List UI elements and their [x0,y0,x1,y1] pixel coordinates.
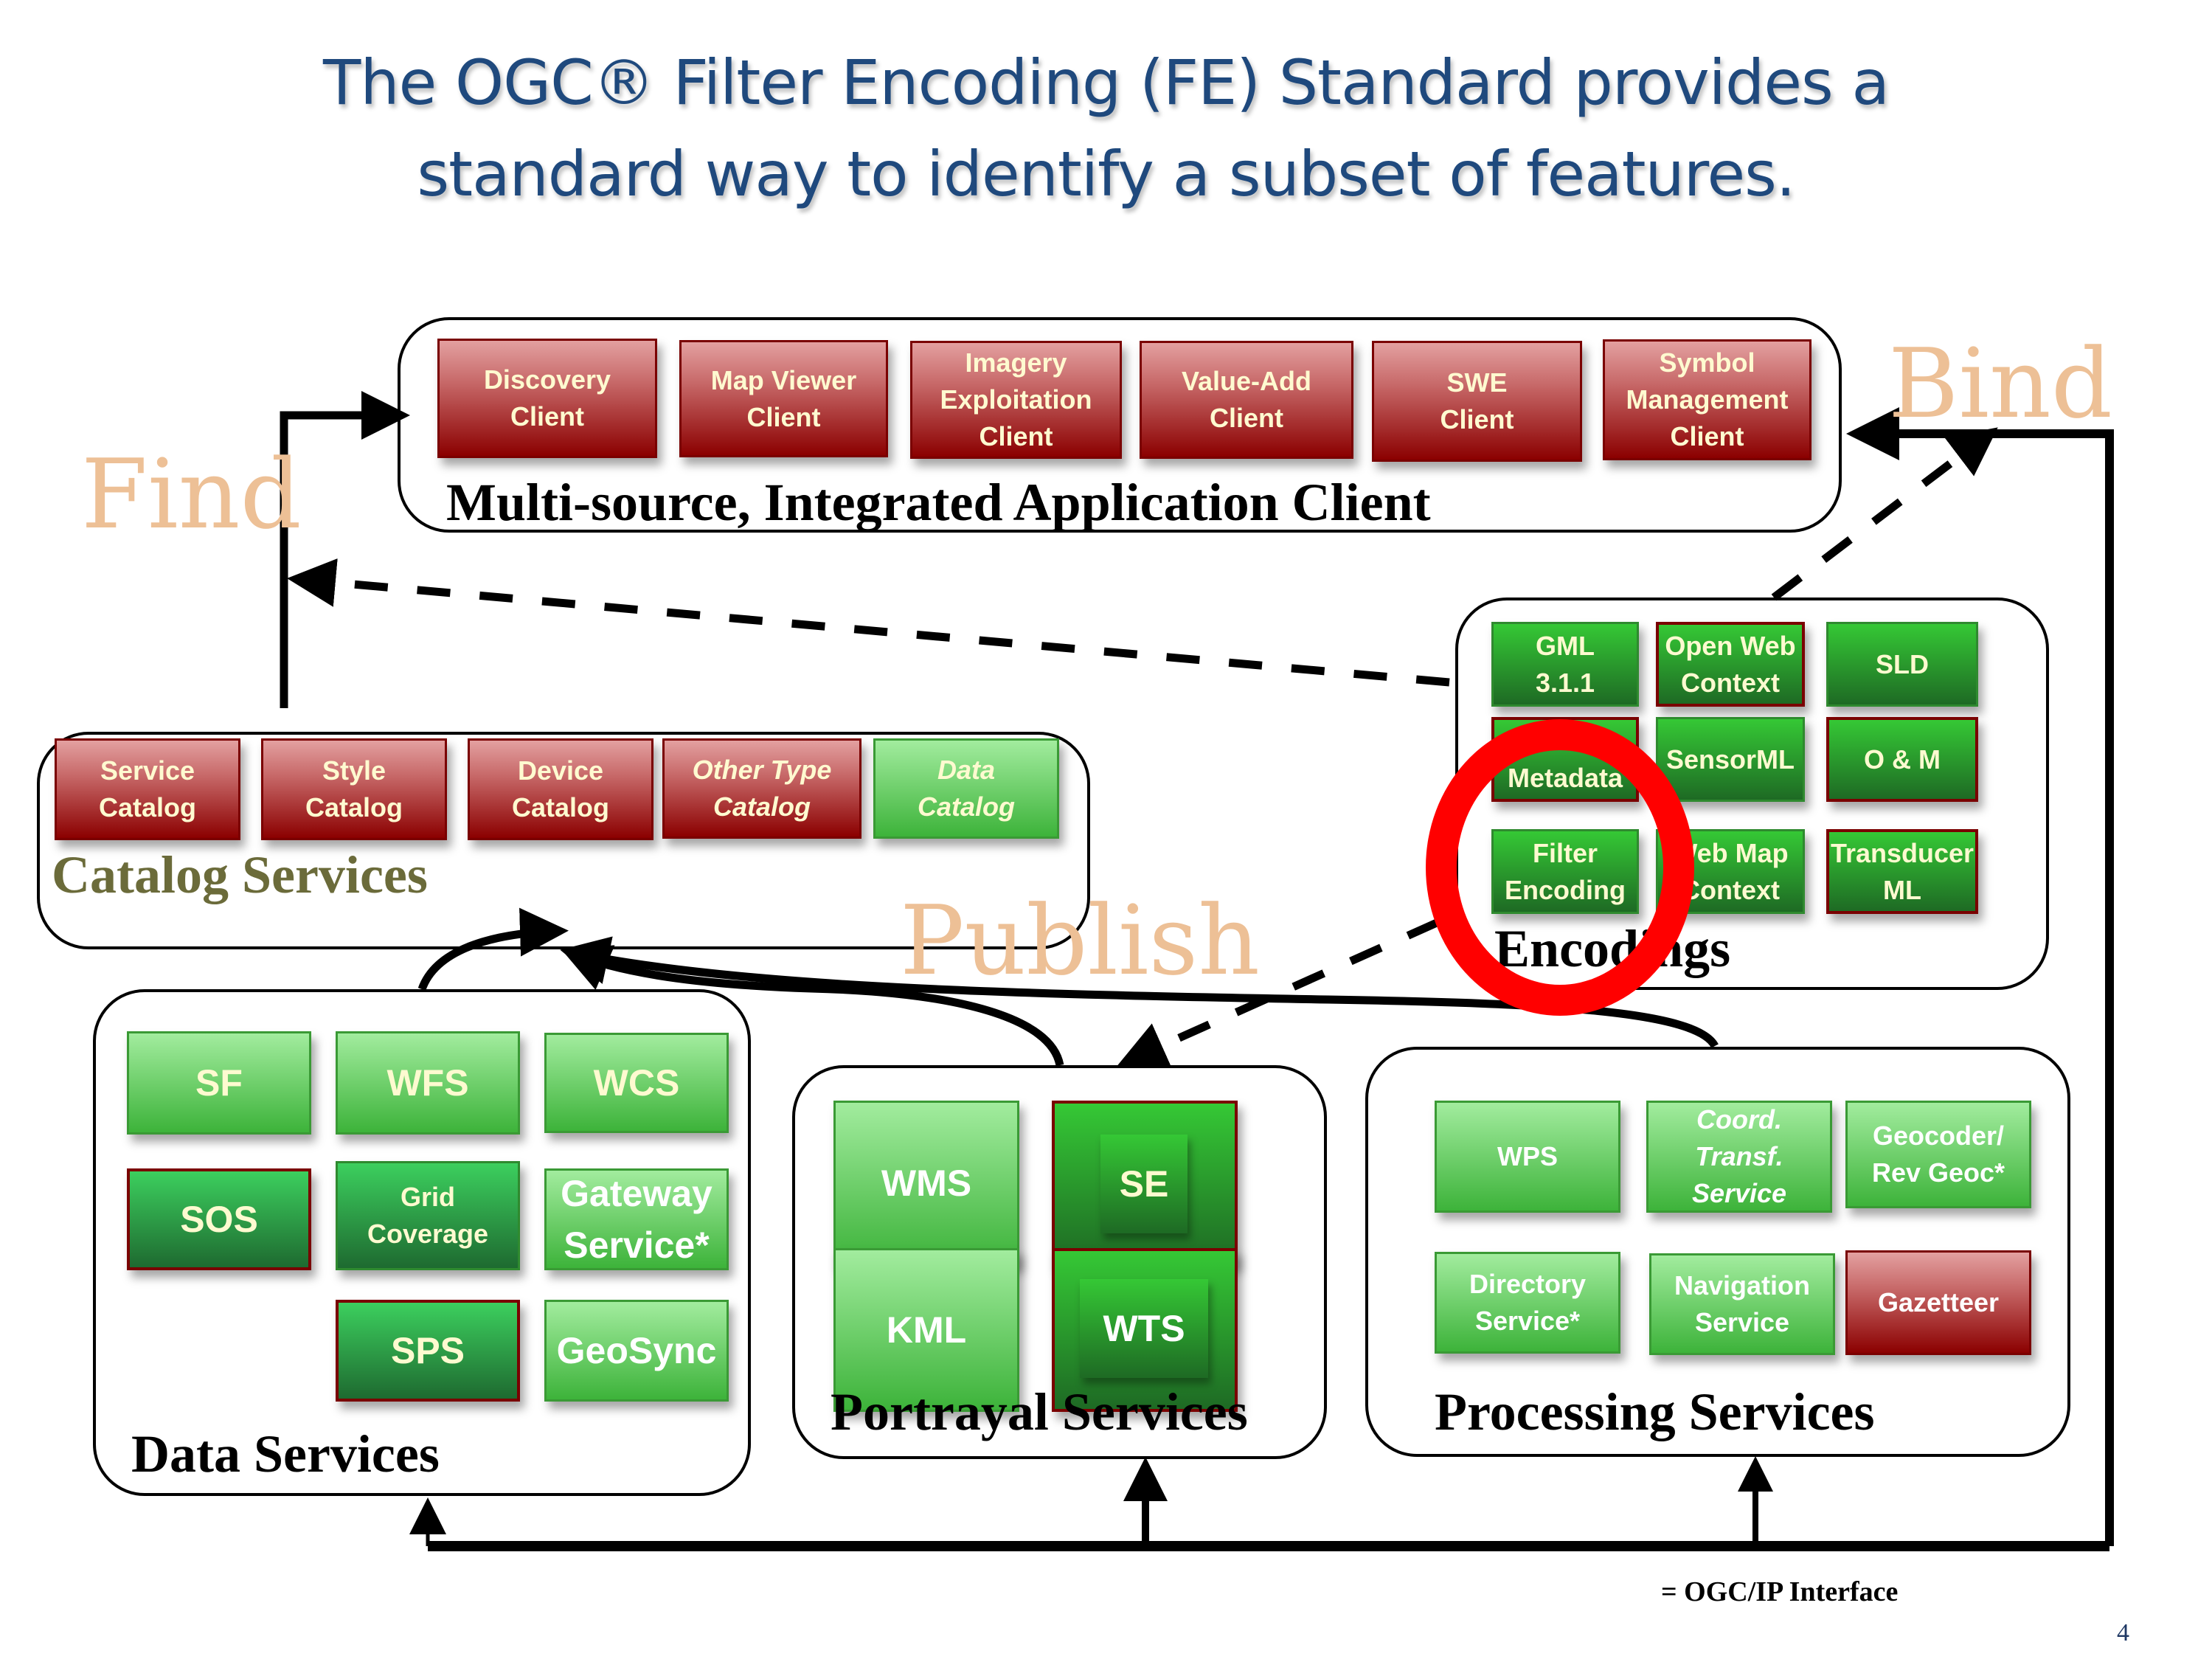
find-label: Find [81,438,302,550]
device-catalog-box[interactable]: Device Catalog [468,738,653,840]
encodings-to-bind-dashed-arrow [1771,427,1998,601]
other-type-catalog-box[interactable]: Other Type Catalog [662,738,861,839]
wts-service-label: WTS [1103,1308,1185,1349]
kml-service-box[interactable]: KML [833,1248,1019,1412]
slide-title-line-1: The OGC® Filter Encoding (FE) Standard p… [323,46,1890,119]
portrayal-services-label: Portrayal Services [831,1382,1248,1441]
data-services-label: Data Services [131,1424,440,1483]
bind-arrow [1846,407,2114,1546]
publish-data-arrow [417,907,569,991]
open-web-context-encoding-box[interactable]: Open Web Context [1656,622,1805,707]
interface-legend: = OGC/IP Interface [1661,1576,1899,1607]
grid-coverage-service-box[interactable]: Grid Coverage [336,1161,520,1270]
style-catalog-box[interactable]: Style Catalog [261,738,447,840]
transducer-ml-encoding-box[interactable]: Transducer ML [1826,829,1978,914]
processing-services-label: Processing Services [1435,1382,1875,1441]
catalog-services-label: Catalog Services [52,845,428,904]
slide-title: The OGC® Filter Encoding (FE) Standard p… [0,37,2212,220]
coord-transf-service-box[interactable]: Coord. Transf. Service [1646,1101,1832,1213]
value-add-client-box[interactable]: Value-Add Client [1140,341,1353,459]
sos-service-box[interactable]: SOS [127,1168,311,1270]
om-encoding-box[interactable]: O & M [1826,717,1978,802]
imagery-exploitation-client-box[interactable]: Imagery Exploitation Client [910,341,1122,459]
geocoder-service-box[interactable]: Geocoder/ Rev Geoc* [1845,1101,2031,1208]
find-arrow [280,391,410,708]
web-map-context-encoding-box[interactable]: Web Map Context [1656,829,1805,914]
se-service-label: SE [1119,1163,1169,1205]
filter-encoding-box[interactable]: Filter Encoding [1491,829,1639,914]
map-viewer-client-box[interactable]: Map Viewer Client [679,340,888,457]
wts-service-box[interactable]: WTS [1052,1248,1238,1412]
sensorml-encoding-box[interactable]: SensorML [1656,717,1805,802]
slide-title-line-2: standard way to identify a subset of fea… [417,138,1795,210]
encodings-label: Encodings [1494,919,1731,978]
page-number: 4 [2117,1619,2129,1646]
sf-service-box[interactable]: SF [127,1031,311,1135]
gazetteer-service-box[interactable]: Gazetteer [1845,1250,2031,1355]
service-metadata-encoding-box[interactable]: Service Metadata [1491,717,1639,802]
gml-encoding-box[interactable]: GML 3.1.1 [1491,622,1639,707]
wfs-service-box[interactable]: WFS [336,1031,520,1135]
wms-service-box[interactable]: WMS [833,1101,1019,1266]
service-catalog-box[interactable]: Service Catalog [55,738,240,840]
sld-encoding-box[interactable]: SLD [1826,622,1978,707]
app-client-label: Multi-source, Integrated Application Cli… [446,473,1431,532]
gateway-service-box[interactable]: Gateway Service* [544,1168,729,1270]
wps-service-box[interactable]: WPS [1435,1101,1620,1213]
sps-service-box[interactable]: SPS [336,1300,520,1402]
wcs-service-box[interactable]: WCS [544,1033,729,1133]
symbol-management-client-box[interactable]: Symbol Management Client [1603,339,1811,460]
navigation-service-box[interactable]: Navigation Service [1649,1253,1835,1355]
bind-label: Bind [1888,328,2113,440]
discovery-client-box[interactable]: Discovery Client [437,339,657,458]
swe-client-box[interactable]: SWE Client [1372,341,1582,462]
publish-label: Publish [900,884,1261,997]
directory-service-box[interactable]: Directory Service* [1435,1252,1620,1354]
se-inner-box: SE [1100,1135,1188,1233]
geosync-service-box[interactable]: GeoSync [544,1300,729,1402]
encodings-to-find-dashed-arrow [287,558,1450,687]
publish-processing-arrow [560,936,1719,1049]
data-catalog-box[interactable]: Data Catalog [873,738,1059,839]
publish-portrayal-arrow [560,945,1064,1067]
se-service-box[interactable]: SE [1052,1101,1238,1266]
wts-inner-box: WTS [1080,1279,1208,1378]
